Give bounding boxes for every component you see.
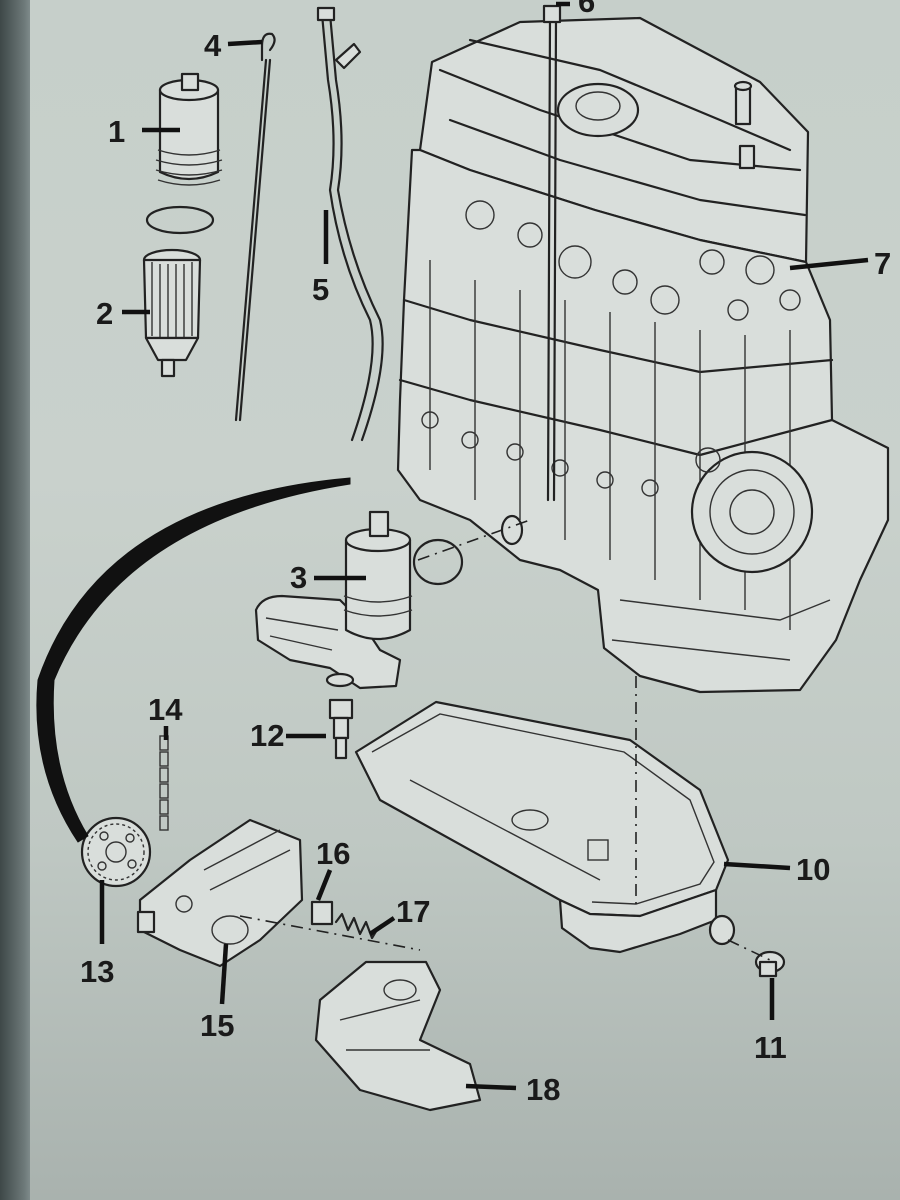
- callout-12: 12: [250, 718, 284, 753]
- oil-pump-15: [136, 818, 304, 968]
- leader-lines: [99, 1, 869, 1091]
- chain-route-arc: [36, 477, 351, 843]
- seal-ring: [412, 538, 464, 586]
- filter-element-2: [142, 248, 202, 378]
- callout-10: 10: [796, 852, 830, 887]
- plunger-16: [310, 900, 334, 926]
- oil-pan-10: [354, 700, 730, 954]
- sprocket-13: [80, 816, 152, 888]
- callout-7: 7: [874, 246, 891, 281]
- callout-5: 5: [312, 272, 329, 307]
- callout-2: 2: [96, 296, 113, 331]
- callout-4: 4: [204, 28, 222, 63]
- callout-1: 1: [108, 114, 125, 149]
- callout-6: 6: [578, 0, 595, 19]
- dipstick-6: [542, 4, 562, 502]
- callout-3: 3: [290, 560, 307, 595]
- chain-14: [159, 735, 169, 831]
- page-binding-edge: [0, 0, 34, 1200]
- callout-16: 16: [316, 836, 350, 871]
- oil-filter-housing-1: [155, 72, 223, 186]
- dipstick-4: [234, 32, 276, 422]
- callout-14: 14: [148, 692, 183, 727]
- callout-18: 18: [526, 1072, 560, 1107]
- assembly-centerlines: [239, 519, 771, 961]
- callout-17: 17: [396, 894, 430, 929]
- callout-13: 13: [80, 954, 114, 989]
- callout-11: 11: [754, 1030, 787, 1065]
- callout-15: 15: [200, 1008, 234, 1043]
- pressure-switch-12: [328, 698, 354, 760]
- oil-filter-assembly-3: [254, 510, 413, 690]
- dipstick-tube-5: [316, 6, 384, 442]
- engine-block: [396, 16, 890, 694]
- callouts: 1 2 3 4 5 6 7 10 11 12 13 14 15 16 17 18: [80, 0, 891, 1107]
- block-port: [500, 514, 524, 546]
- drain-plug-11: [708, 914, 786, 978]
- pickup-strainer-18: [314, 960, 482, 1112]
- o-ring: [145, 205, 215, 235]
